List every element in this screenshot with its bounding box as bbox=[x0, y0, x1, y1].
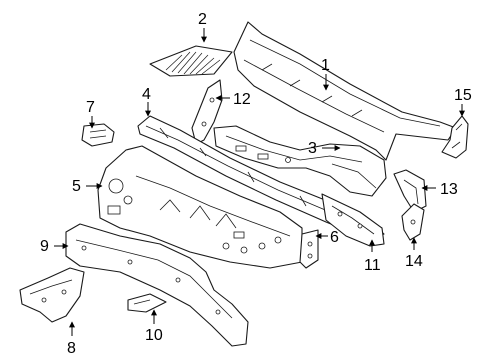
callout-label: 2 bbox=[198, 11, 207, 28]
callout-label: 8 bbox=[67, 340, 76, 357]
callout-label: 9 bbox=[40, 238, 49, 255]
callout-label: 5 bbox=[72, 178, 81, 195]
callout-14: 14 bbox=[405, 237, 423, 270]
part-14-bracket bbox=[401, 203, 425, 241]
part-7-bracket bbox=[81, 123, 115, 147]
callout-label: 10 bbox=[145, 327, 163, 344]
callout-11: 11 bbox=[364, 239, 381, 274]
callout-7: 7 bbox=[86, 99, 95, 129]
callout-2: 2 bbox=[198, 11, 207, 43]
callout-label: 13 bbox=[440, 181, 458, 198]
part-13-bracket bbox=[393, 169, 427, 213]
callout-label: 4 bbox=[142, 86, 151, 103]
callout-12: 12 bbox=[215, 91, 251, 108]
callout-label: 7 bbox=[86, 99, 95, 116]
part-10-pad bbox=[127, 293, 167, 313]
part-8-side-bracket bbox=[19, 267, 85, 323]
part-12-brace bbox=[191, 79, 223, 145]
callout-9: 9 bbox=[40, 238, 69, 255]
callout-8: 8 bbox=[67, 321, 76, 357]
callout-label: 15 bbox=[454, 87, 472, 104]
callout-15: 15 bbox=[454, 87, 472, 117]
callout-label: 14 bbox=[405, 253, 423, 270]
part-2-pad bbox=[149, 45, 233, 77]
callout-13: 13 bbox=[421, 181, 458, 198]
callout-label: 12 bbox=[233, 91, 251, 108]
part-6-bracket bbox=[299, 229, 319, 269]
part-3-reinforcement bbox=[213, 125, 387, 197]
callout-label: 3 bbox=[308, 140, 317, 157]
callout-label: 6 bbox=[330, 229, 339, 246]
part-11-side-strip bbox=[321, 193, 385, 247]
callout-6: 6 bbox=[315, 229, 339, 246]
callout-label: 11 bbox=[364, 257, 381, 274]
callout-1: 1 bbox=[321, 57, 330, 91]
part-9-lower-cross-member bbox=[65, 223, 249, 347]
callout-5: 5 bbox=[72, 178, 103, 195]
part-5-dash-panel bbox=[97, 145, 303, 269]
part-15-bracket bbox=[441, 115, 469, 159]
callout-label: 1 bbox=[321, 57, 330, 74]
callout-3: 3 bbox=[308, 140, 341, 157]
callout-4: 4 bbox=[142, 86, 151, 117]
part-4-cross-member bbox=[137, 115, 385, 241]
part-1-cowl-panel bbox=[233, 21, 457, 161]
callout-10: 10 bbox=[145, 309, 163, 344]
